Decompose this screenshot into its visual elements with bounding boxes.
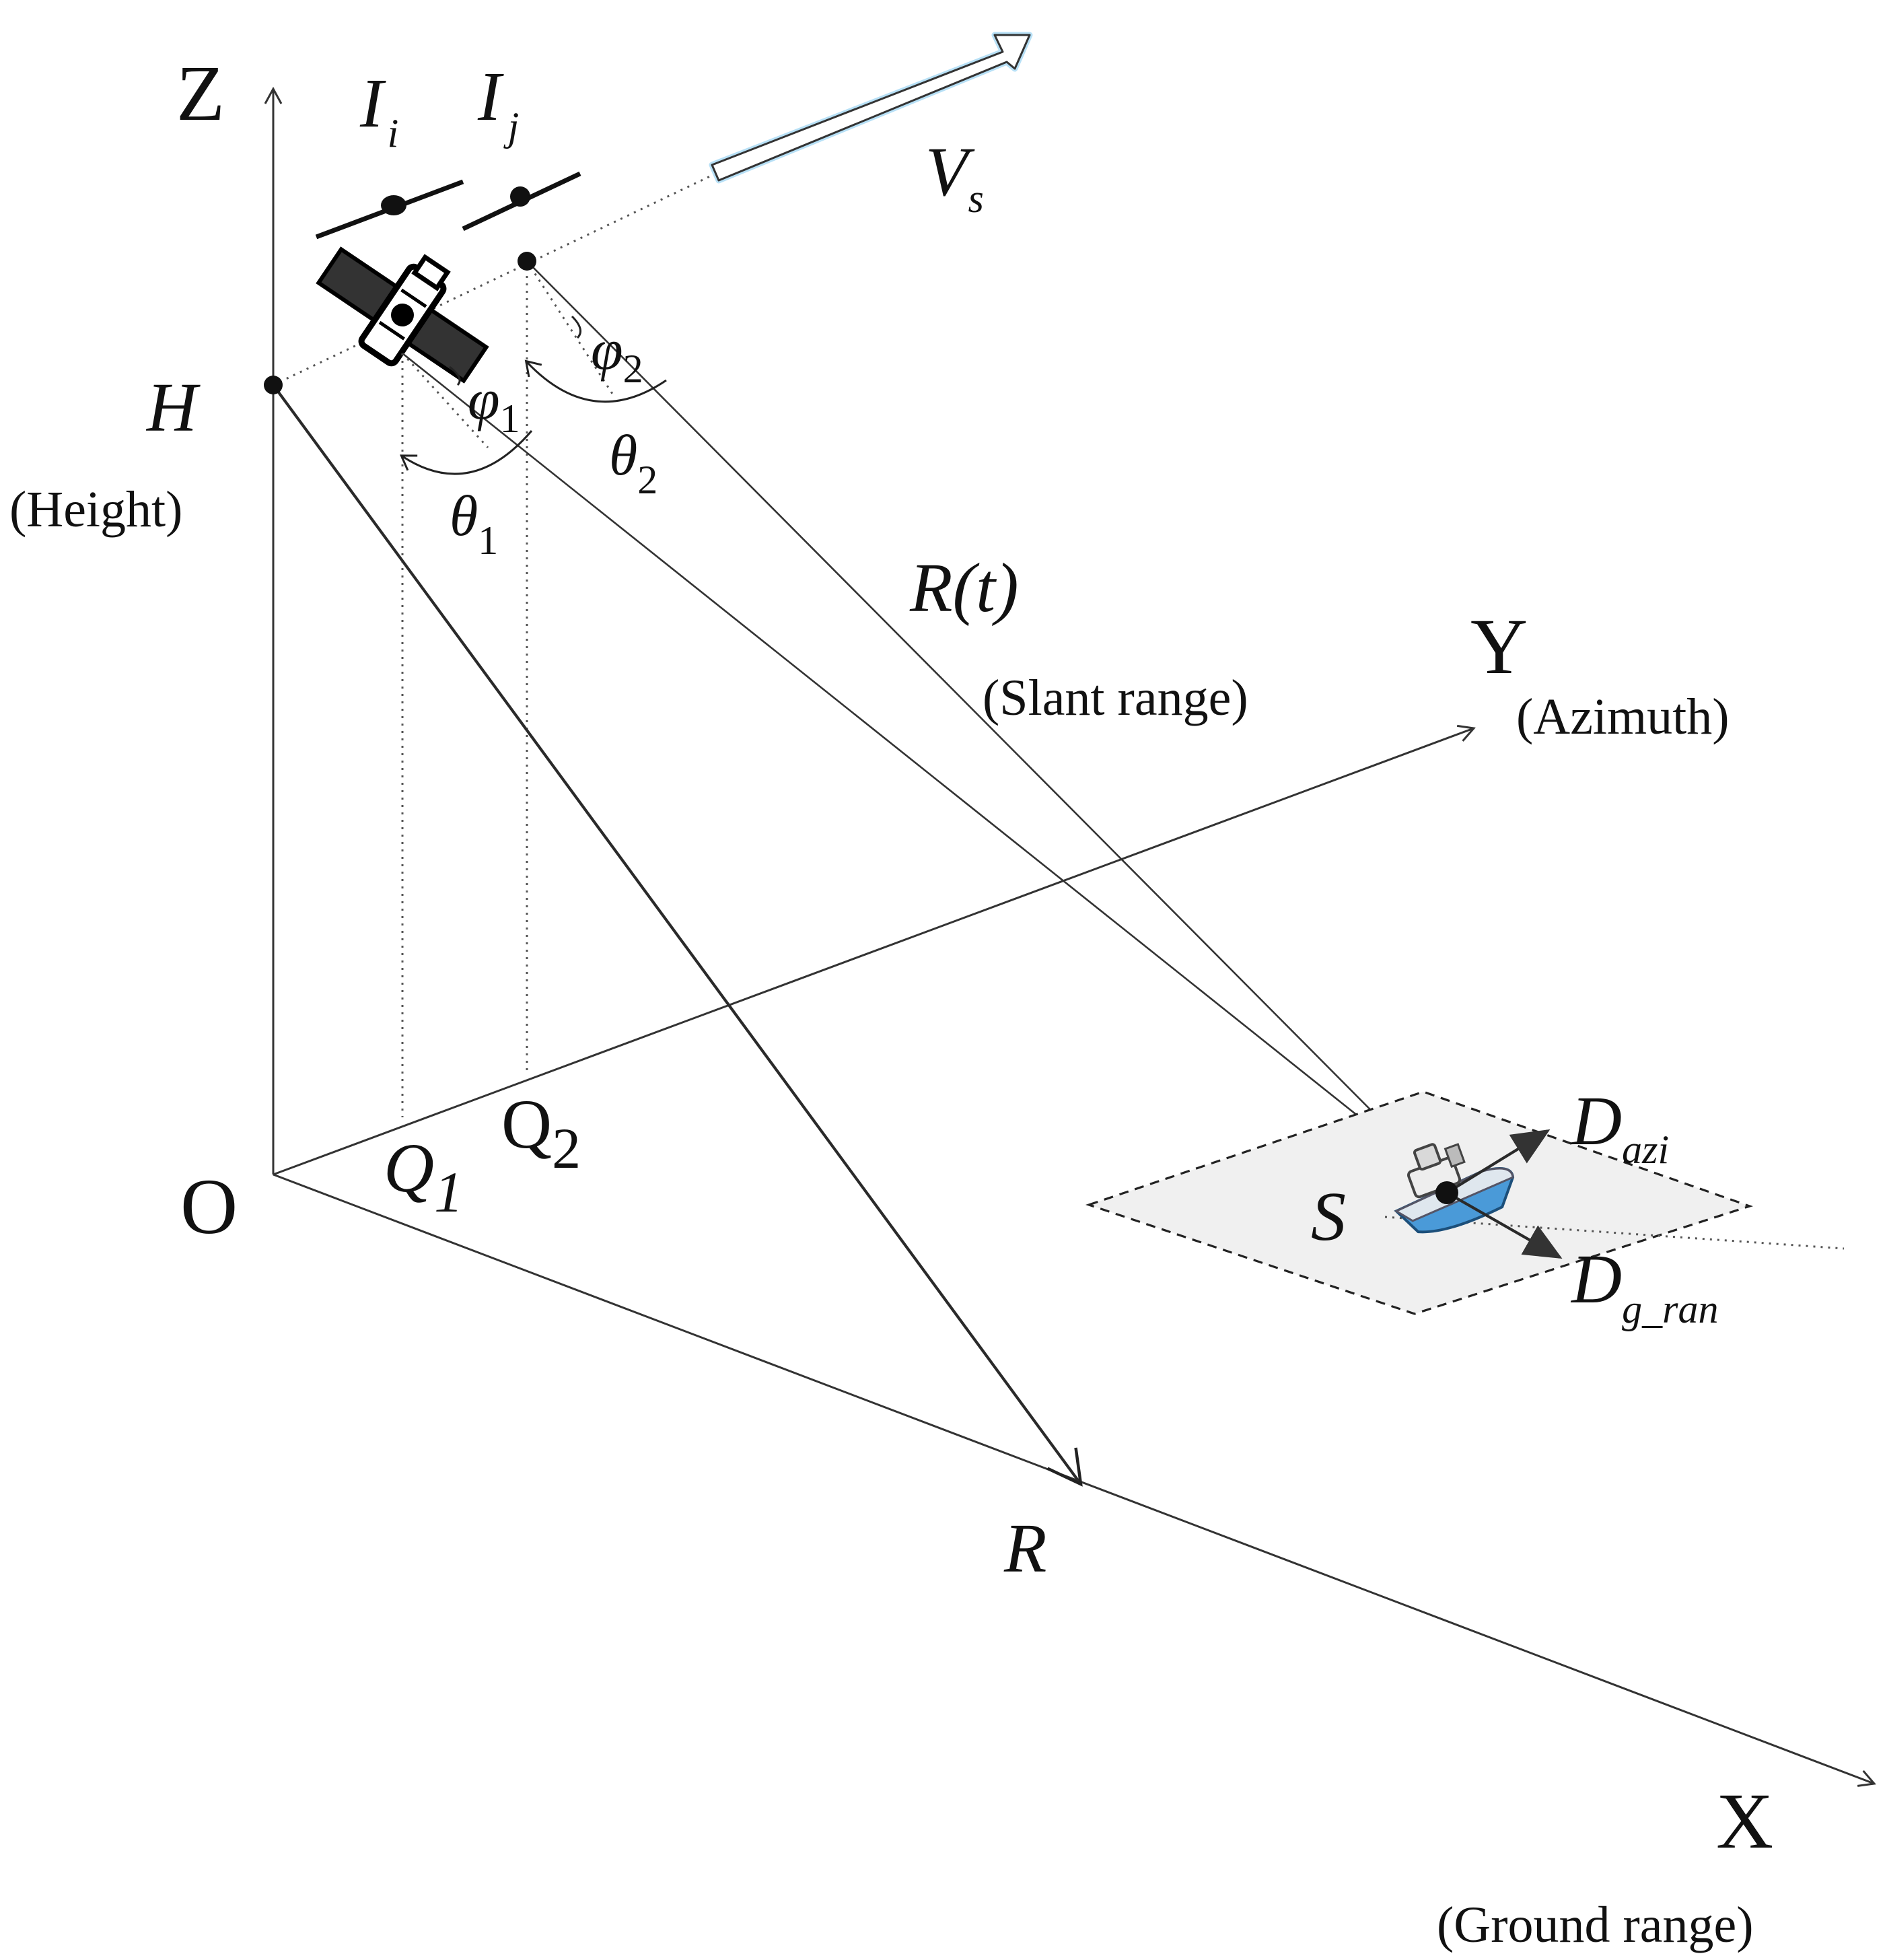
ground-range-caption: (Ground range) <box>1437 1897 1754 1953</box>
d-gran-label: Dg_ran <box>1570 1240 1718 1331</box>
satellite-icon <box>316 246 489 384</box>
h-label: H <box>145 369 201 446</box>
y-axis-label: Y <box>1470 602 1528 691</box>
antenna-ii <box>315 179 464 240</box>
point-s <box>1435 1181 1458 1204</box>
theta1-arc <box>400 430 533 475</box>
slant-line-1 <box>402 352 1449 1189</box>
rt-label: R(t) <box>909 549 1019 627</box>
slant-caption: (Slant range) <box>983 670 1248 726</box>
ground-range-dotted <box>1384 1216 1845 1250</box>
azimuth-caption: (Azimuth) <box>1516 689 1730 745</box>
z-axis-label: Z <box>176 49 225 137</box>
phi1-label: φ1 <box>468 367 520 441</box>
d-azi-label: Dazi <box>1570 1082 1669 1172</box>
antenna-ij <box>462 171 581 232</box>
d-gran-arrow <box>1446 1191 1563 1259</box>
s-label: S <box>1311 1178 1346 1255</box>
range-line-h <box>272 384 1083 1487</box>
origin-label: O <box>180 1162 238 1251</box>
y-axis <box>273 724 1476 1176</box>
r-label: R <box>1003 1510 1047 1587</box>
height-caption: (Height) <box>9 481 182 538</box>
vs-label: Vs <box>925 133 984 221</box>
phi2-label: φ2 <box>591 317 643 391</box>
theta2-label: θ2 <box>609 423 657 502</box>
q1-label: Q1 <box>384 1129 463 1224</box>
q2-label: Q2 <box>501 1086 581 1181</box>
point-h <box>264 376 283 394</box>
point-sat-2 <box>518 252 536 271</box>
x-axis <box>273 1173 1876 1787</box>
x-axis-label: X <box>1716 1777 1773 1865</box>
velocity-arrow-icon <box>709 32 1033 184</box>
theta2-arc <box>524 359 667 403</box>
phi2-arc <box>571 315 581 339</box>
d-azi-arrow <box>1446 1129 1551 1194</box>
slant-line-2 <box>526 260 1449 1189</box>
theta1-label: θ1 <box>450 483 498 563</box>
ship-icon <box>1394 1143 1515 1234</box>
phi1-arc <box>449 365 461 386</box>
